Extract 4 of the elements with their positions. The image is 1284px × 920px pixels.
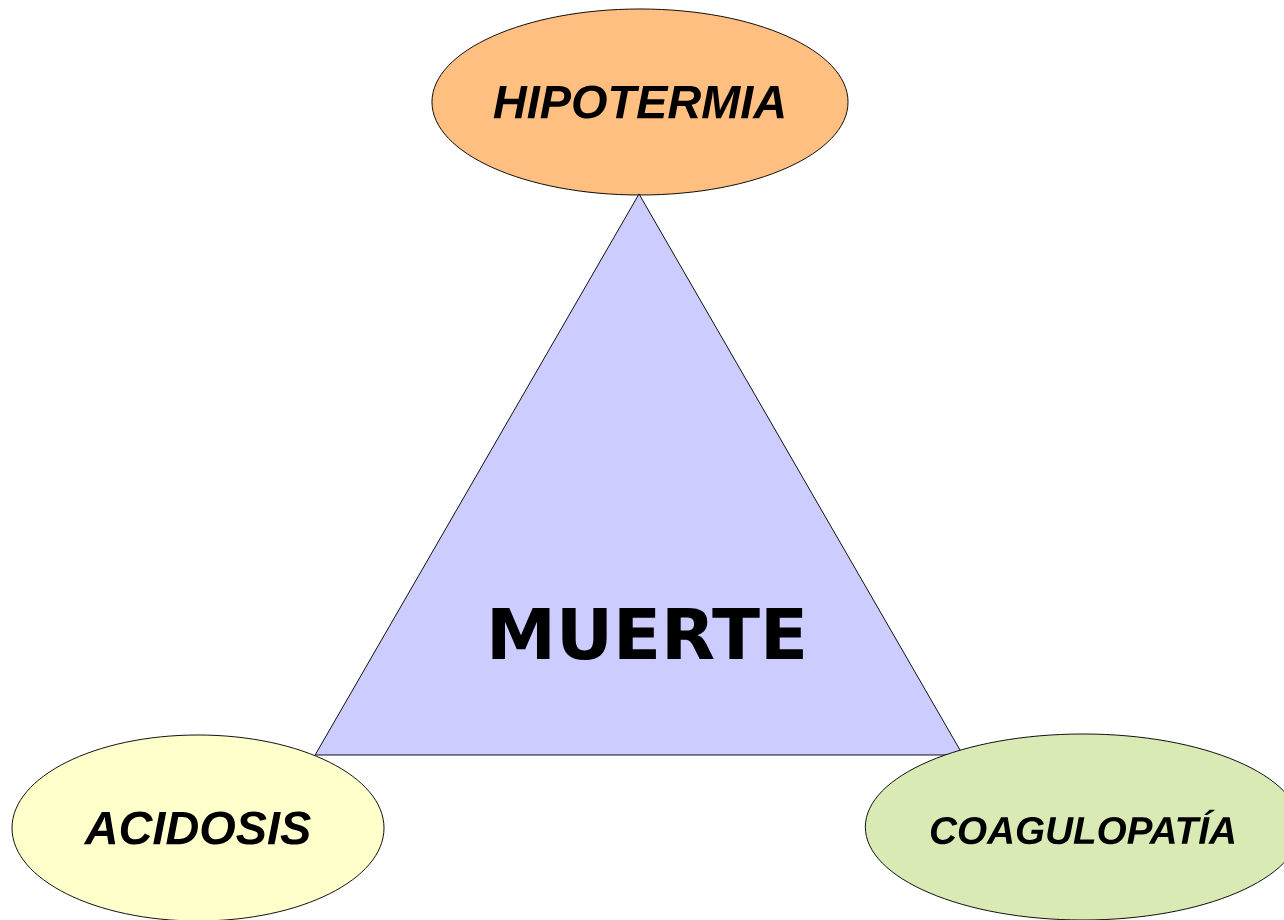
ellipse-node: COAGULOPATÍA [864, 733, 1284, 920]
ellipse-node: HIPOTERMIA [431, 8, 849, 196]
triangle-node: MUERTE [314, 193, 964, 756]
ellipse-node: ACIDOSIS [11, 734, 385, 920]
